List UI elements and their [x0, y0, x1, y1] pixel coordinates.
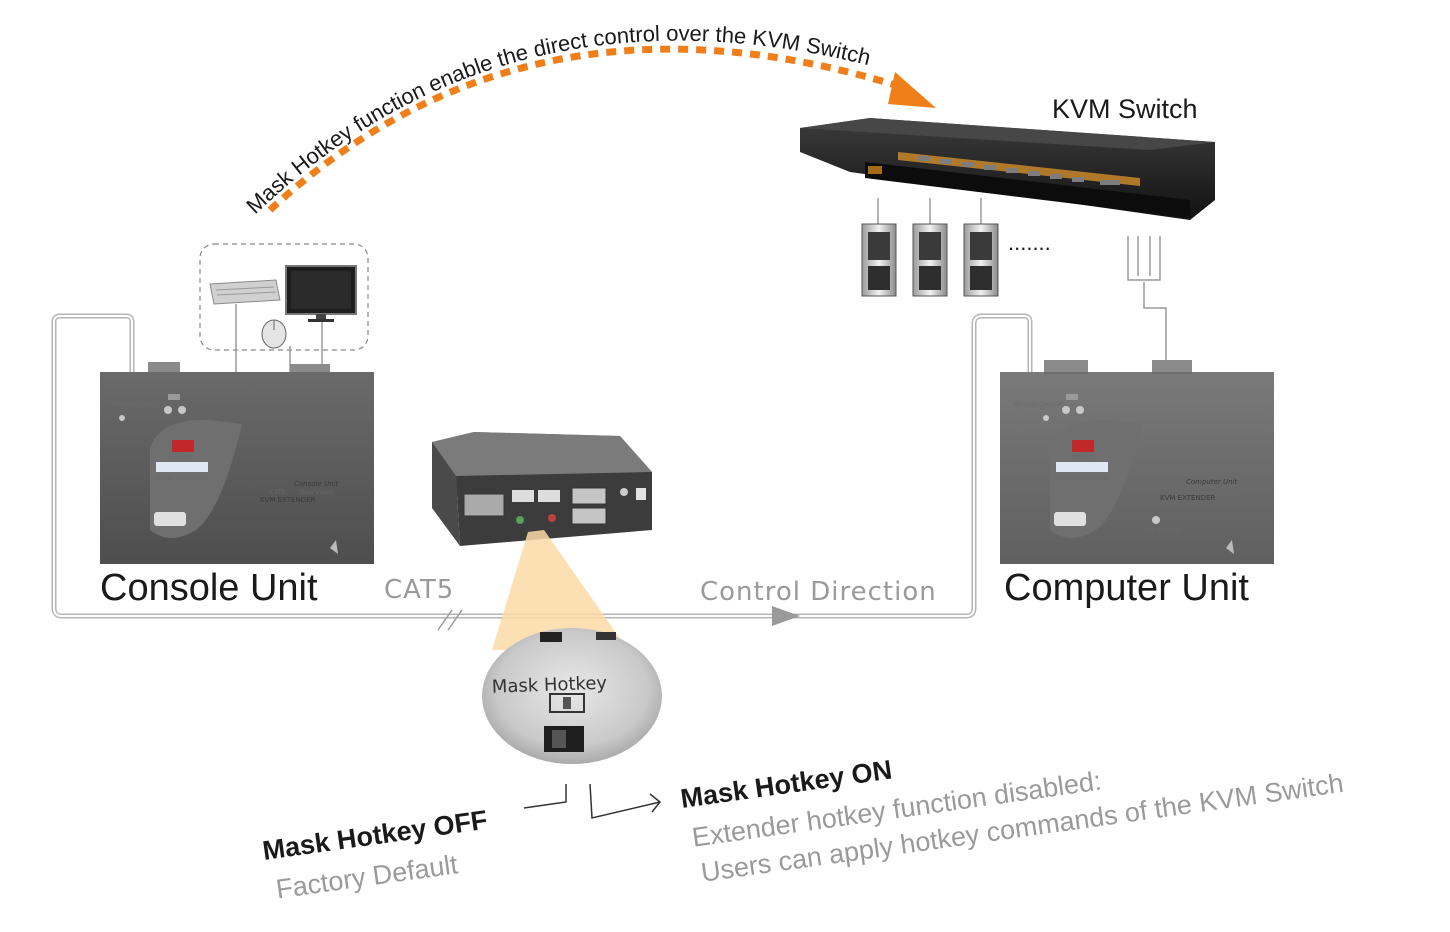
- console-serial: Serial 115200bps: [156, 475, 209, 482]
- console-model: Console Unit: [294, 480, 339, 488]
- console-brand: Rextron: [170, 453, 193, 460]
- computer-towers: .......: [861, 198, 1051, 297]
- mask-off-block: Mask Hotkey OFF Factory Default: [261, 805, 490, 905]
- brand-logo-icon: [1072, 440, 1094, 452]
- off-pointer: [523, 784, 567, 809]
- mask-on-block: Mask Hotkey ON Extender hotkey function …: [679, 755, 1346, 888]
- computer-dual-video: Dual Video: [1200, 487, 1233, 494]
- computer-unit-device: Remote Console Rextron Serial 115200bps …: [1000, 360, 1274, 564]
- console-unit-device: Remote Computer Rextron Serial 115200bps…: [100, 362, 374, 564]
- kvm-switch-label: KVM Switch: [1052, 94, 1198, 124]
- zoom-spotlight: [492, 530, 628, 650]
- pc-tower-icon: [963, 198, 999, 297]
- computer-brand: Rextron: [1070, 453, 1093, 460]
- control-direction-label: Control Direction: [700, 577, 937, 607]
- control-direction-arrow-icon: [772, 606, 800, 626]
- keyboard-icon: [209, 279, 281, 305]
- computer-serial: Serial 115200bps: [1056, 475, 1109, 482]
- more-computers-dots: .......: [1008, 230, 1051, 255]
- mouse-icon: [261, 319, 287, 349]
- computer-kvm-extender: KVM EXTENDER: [1160, 494, 1215, 502]
- brand-logo-icon: [172, 440, 194, 452]
- computer-model: Computer Unit: [1186, 478, 1238, 486]
- console-dual-video: Dual Video: [300, 489, 333, 496]
- console-cat5: CAT5: [270, 489, 285, 496]
- console-unit-label: Console Unit: [100, 567, 318, 609]
- mask-hotkey-switch-zoom: Mask Hotkey: [482, 628, 662, 764]
- computer-unit-label: Computer Unit: [1004, 567, 1249, 609]
- arc-arrowhead-icon: [888, 72, 936, 108]
- pc-tower-icon: [912, 198, 948, 297]
- hotkey-control-arc: Mask Hotkey function enable the direct c…: [241, 21, 936, 219]
- computer-remote-label: Remote Console: [1014, 401, 1063, 408]
- arc-label: Mask Hotkey function enable the direct c…: [241, 21, 873, 219]
- extender-back-panel: [432, 432, 652, 546]
- console-peripherals: [199, 243, 369, 372]
- computer-local-label: Local Console: [1140, 527, 1182, 534]
- console-kvm-extender: KVM EXTENDER: [260, 496, 315, 504]
- pc-tower-icon: [861, 198, 897, 297]
- kvm-switch: KVM Switch: [800, 94, 1215, 220]
- cat5-label: CAT5: [384, 575, 454, 605]
- monitor-icon: [285, 265, 357, 322]
- on-pointer: [589, 783, 662, 819]
- computer-cat5: CAT5: [1170, 487, 1185, 494]
- switch-to-computer-cable: [1127, 236, 1167, 366]
- console-remote-label: Remote Computer: [112, 401, 167, 408]
